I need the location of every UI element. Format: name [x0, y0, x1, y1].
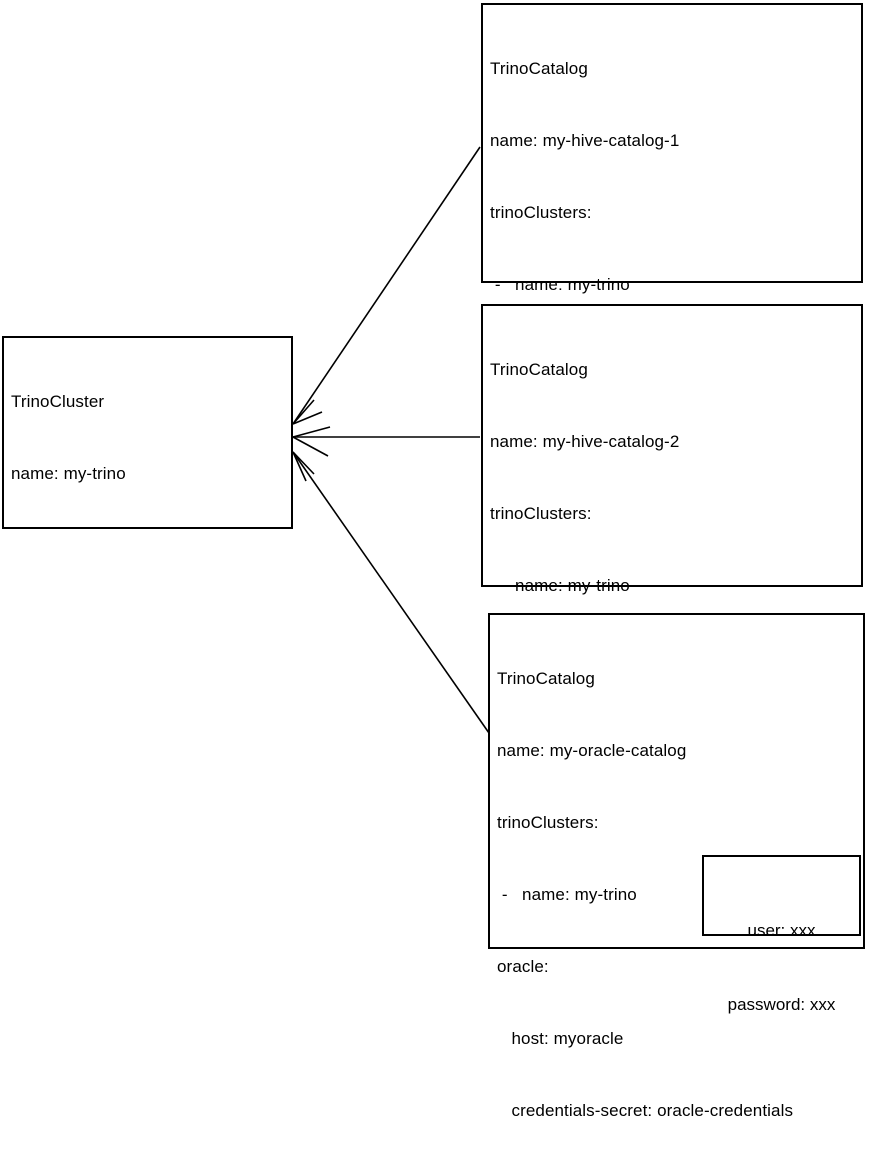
catalog3-line-1: name: my-oracle-catalog — [497, 741, 687, 760]
edge-catalog2-to-cluster — [292, 426, 480, 457]
edge-catalog3-to-cluster — [292, 451, 490, 734]
catalog2-line-1: name: my-hive-catalog-2 — [490, 432, 680, 451]
node-trinocluster-line-0: TrinoCluster — [11, 392, 105, 411]
node-secret[interactable]: user: xxx password: xxx — [702, 855, 861, 1014]
catalog3-line-3: - name: my-trino — [497, 885, 637, 904]
catalog1-line-0: TrinoCatalog — [490, 59, 588, 78]
catalog2-line-3: - name: my-trino — [490, 576, 630, 595]
node-secret-body: user: xxx password: xxx — [704, 868, 859, 1066]
node-trinocluster-body: TrinoCluster name: my-trino — [11, 342, 287, 534]
catalog3-line-2: trinoClusters: — [497, 813, 599, 832]
node-trinocatalog-hive-2[interactable]: TrinoCatalog name: my-hive-catalog-2 tri… — [481, 304, 863, 883]
node-trinocluster-line-1: name: my-trino — [11, 464, 126, 483]
edge-catalog1-to-cluster — [292, 146, 481, 425]
catalog1-line-3: - name: my-trino — [490, 275, 630, 294]
catalog3-line-0: TrinoCatalog — [497, 669, 595, 688]
catalog1-line-2: trinoClusters: — [490, 203, 592, 222]
catalog3-line-6: credentials-secret: oracle-credentials — [497, 1101, 794, 1120]
catalog2-line-2: trinoClusters: — [490, 504, 592, 523]
catalog2-line-0: TrinoCatalog — [490, 360, 588, 379]
secret-line-1: password: xxx — [727, 995, 836, 1014]
catalog1-line-1: name: my-hive-catalog-1 — [490, 131, 680, 150]
diagram-canvas: TrinoCluster name: my-trino TrinoCatalog… — [2, 3, 865, 1120]
secret-line-0: user: xxx — [747, 921, 816, 940]
node-trinocatalog-hive-1[interactable]: TrinoCatalog name: my-hive-catalog-1 tri… — [481, 3, 863, 654]
node-trinocluster[interactable]: TrinoCluster name: my-trino — [2, 336, 293, 529]
